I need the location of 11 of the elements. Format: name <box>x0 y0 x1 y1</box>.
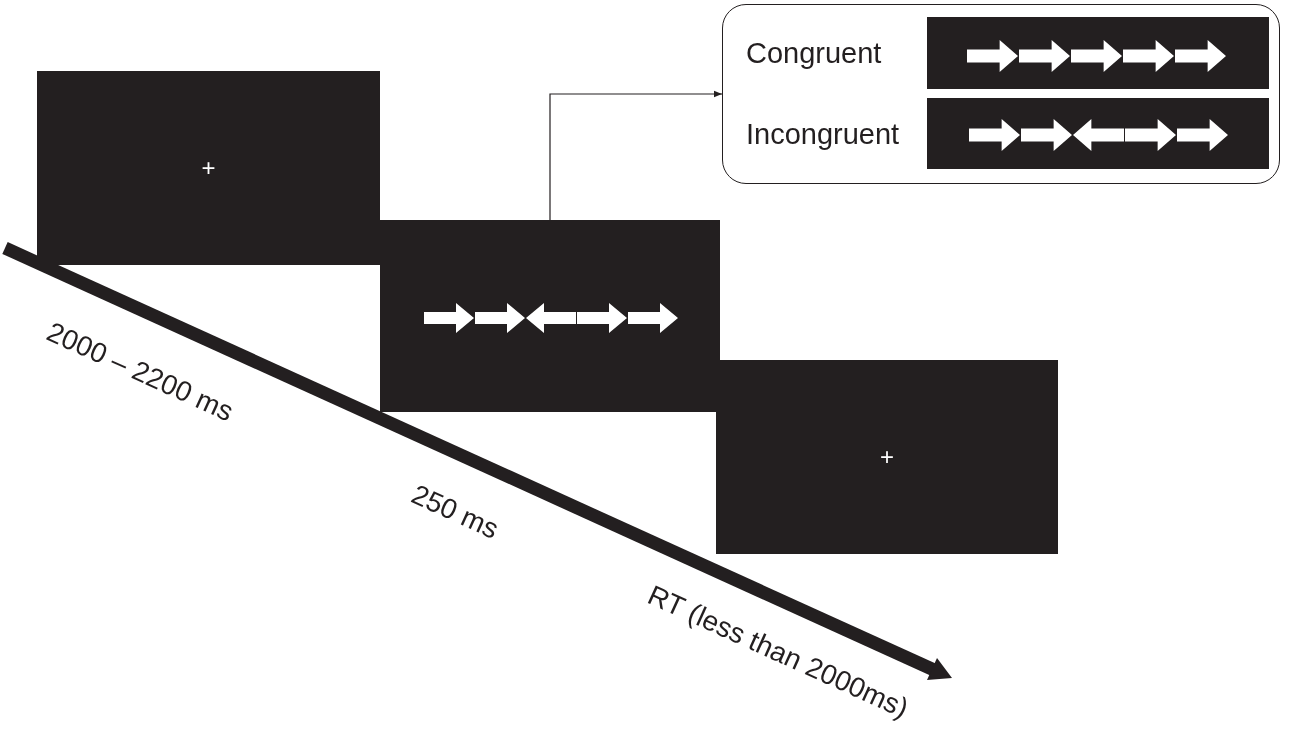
condition-label: Congruent <box>746 38 882 68</box>
example-panel <box>722 4 1280 184</box>
connector-arrow <box>549 90 723 221</box>
duration-label: 2000 – 2200 ms <box>42 317 238 427</box>
duration-label: 250 ms <box>407 480 503 544</box>
fixation-cross: + <box>201 156 216 180</box>
fixation-cross: + <box>880 445 894 469</box>
display-screen <box>716 360 1058 554</box>
condition-label: Incongruent <box>746 119 900 148</box>
display-screen <box>37 71 380 265</box>
display-screen <box>380 220 720 412</box>
